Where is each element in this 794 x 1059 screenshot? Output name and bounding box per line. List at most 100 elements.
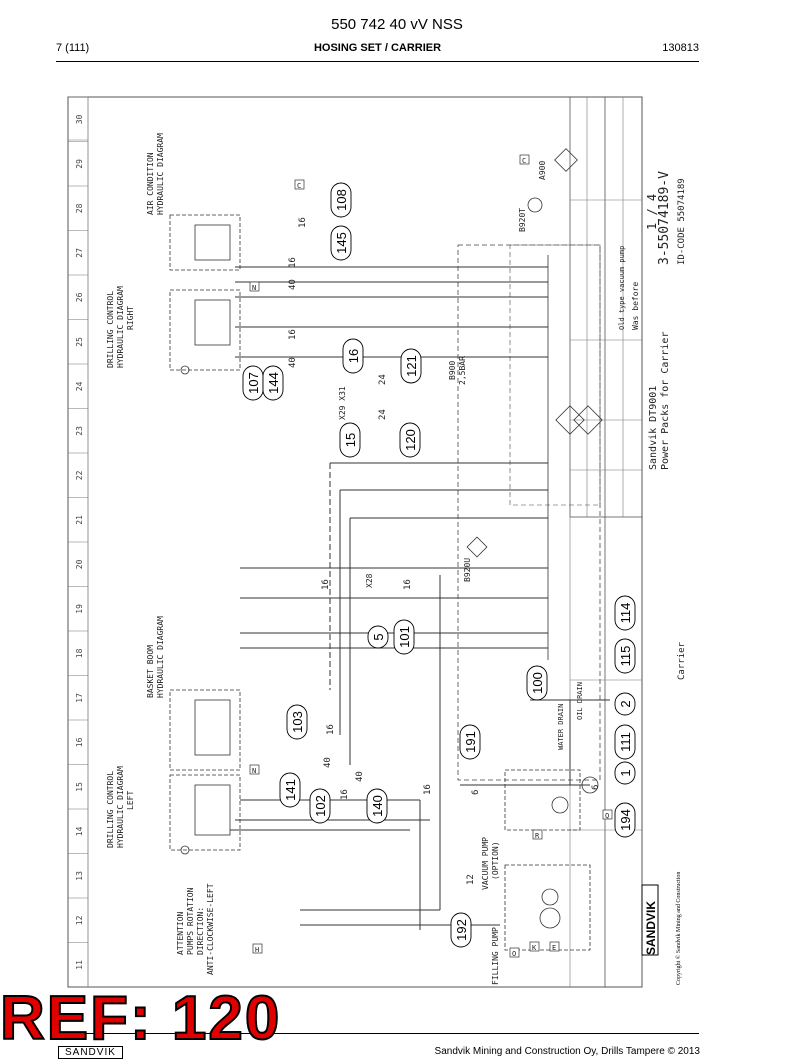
title-sheet: 1 / 4: [645, 194, 659, 230]
callout-121: 121: [400, 348, 422, 384]
box-c-2: C: [522, 157, 526, 165]
callout-label: 5: [371, 633, 386, 640]
callout-141: 141: [279, 772, 301, 808]
callout-103: 103: [286, 704, 308, 740]
linenum-16-a: 16: [298, 217, 308, 228]
box-n-2: N: [252, 767, 256, 775]
border-number: 29: [75, 159, 84, 169]
box-h: H: [255, 946, 259, 954]
border-number: 18: [75, 648, 84, 658]
label-b900: B900: [448, 361, 457, 380]
callout-144: 144: [262, 365, 284, 401]
callout-label: 120: [403, 429, 418, 451]
border-number: 24: [75, 381, 84, 391]
header-divider: [56, 61, 699, 62]
linenum-40-b: 40: [288, 357, 298, 368]
callout-label: 107: [246, 372, 261, 394]
callout-label: 194: [618, 809, 633, 831]
drawing-frame: [67, 96, 643, 988]
label-basket-boom: BASKET BOOM: [146, 645, 155, 698]
border-number: 23: [75, 426, 84, 436]
border-number: 21: [75, 515, 84, 525]
linenum-16-h: 16: [423, 784, 433, 795]
callout-114: 114: [614, 595, 636, 631]
label-drilling-left-hyd: HYDRAULIC DIAGRAM: [116, 766, 125, 848]
callout-100: 100: [526, 665, 548, 701]
label-drilling-right-hyd: HYDRAULIC DIAGRAM: [116, 286, 125, 368]
title-old-type: Old type vacuum pump: [618, 246, 626, 330]
linenum-16-f: 16: [326, 724, 336, 735]
callout-label: 111: [618, 732, 633, 752]
footer-divider: [56, 1033, 699, 1034]
linenum-40-d: 40: [355, 771, 365, 782]
linenum-16-c: 16: [288, 329, 298, 340]
label-pumps-rotation: PUMPS ROTATION: [186, 887, 195, 955]
label-air-hydraulic: HYDRAULIC DIAGRAM: [156, 133, 165, 215]
label-drilling-left: DRILLING CONTROL: [106, 771, 115, 848]
linenum-16-e: 16: [403, 579, 413, 590]
sandvik-logo-text: SANDVIK: [644, 901, 658, 955]
callout-102: 102: [309, 788, 331, 824]
title-drawing-no: 3-55074189-V: [657, 171, 672, 265]
callout-16: 16: [342, 338, 364, 374]
callout-101: 101: [393, 619, 415, 655]
border-number: 15: [75, 782, 84, 792]
callout-label: 1: [618, 769, 633, 776]
label-option: (OPTION): [491, 841, 500, 880]
border-number: 19: [75, 604, 84, 614]
callout-label: 145: [334, 232, 349, 254]
linenum-24-a: 24: [378, 374, 388, 385]
title-was-before: Was before: [631, 282, 640, 330]
label-basket-hyd: HYDRAULIC DIAGRAM: [156, 616, 165, 698]
title-power-packs: Power Packs for Carrier: [660, 332, 671, 470]
box-o: O: [512, 950, 516, 958]
callout-194: 194: [614, 802, 636, 838]
linenum-16-d: 16: [321, 579, 331, 590]
box-q: Q: [605, 812, 609, 820]
border-number: 13: [75, 871, 84, 881]
callout-label: 115: [618, 646, 633, 667]
callout-label: 191: [463, 731, 478, 753]
border-number: 17: [75, 693, 84, 703]
label-x29-x31: X29 X31: [338, 386, 347, 420]
box-n-1: N: [252, 284, 256, 292]
callout-label: 2: [618, 700, 633, 707]
border-number: 28: [75, 203, 84, 213]
power-pack-boundary: [457, 244, 601, 781]
linenum-6-b: 6: [591, 785, 601, 790]
label-oil-drain: OIL DRAIN: [576, 682, 584, 720]
label-attention: ATTENTION: [176, 911, 185, 955]
border-number: 20: [75, 559, 84, 569]
callout-label: 101: [397, 626, 412, 648]
linenum-40-c: 40: [323, 757, 333, 768]
border-number: 30: [75, 114, 84, 124]
border-number: 22: [75, 470, 84, 480]
label-vacuum-pump: VACUUM PUMP: [481, 837, 490, 890]
linenum-6-a: 6: [471, 790, 481, 795]
border-number: 11: [75, 960, 84, 970]
box-k: K: [532, 944, 537, 952]
border-number: 26: [75, 292, 84, 302]
callout-108: 108: [330, 182, 352, 218]
callout-label: 144: [266, 372, 281, 394]
callout-label: 100: [530, 672, 545, 694]
footer-company: Sandvik Mining and Construction Oy, Dril…: [434, 1046, 700, 1057]
callout-191: 191: [459, 724, 481, 760]
label-b920u: B920U: [463, 558, 472, 582]
label-water-drain: WATER DRAIN: [557, 704, 565, 750]
title-sandvik-dt: Sandvik DT9001: [648, 386, 659, 470]
box-e: E: [552, 944, 556, 952]
border-number: 14: [75, 826, 84, 836]
border-number: 12: [75, 915, 84, 925]
callout-5: 5: [367, 625, 389, 649]
callout-192: 192: [450, 912, 472, 948]
callout-115: 115: [614, 638, 636, 674]
callout-2: 2: [614, 692, 636, 716]
callout-label: 16: [346, 349, 361, 363]
callout-107: 107: [242, 365, 264, 401]
border-number: 16: [75, 737, 84, 747]
label-anti-clockwise: ANTI-CLOCKWISE-LEFT: [206, 883, 215, 975]
callout-140: 140: [366, 788, 388, 824]
copyright-text: Copyright © Sandvik Mining and Construct…: [675, 872, 682, 985]
